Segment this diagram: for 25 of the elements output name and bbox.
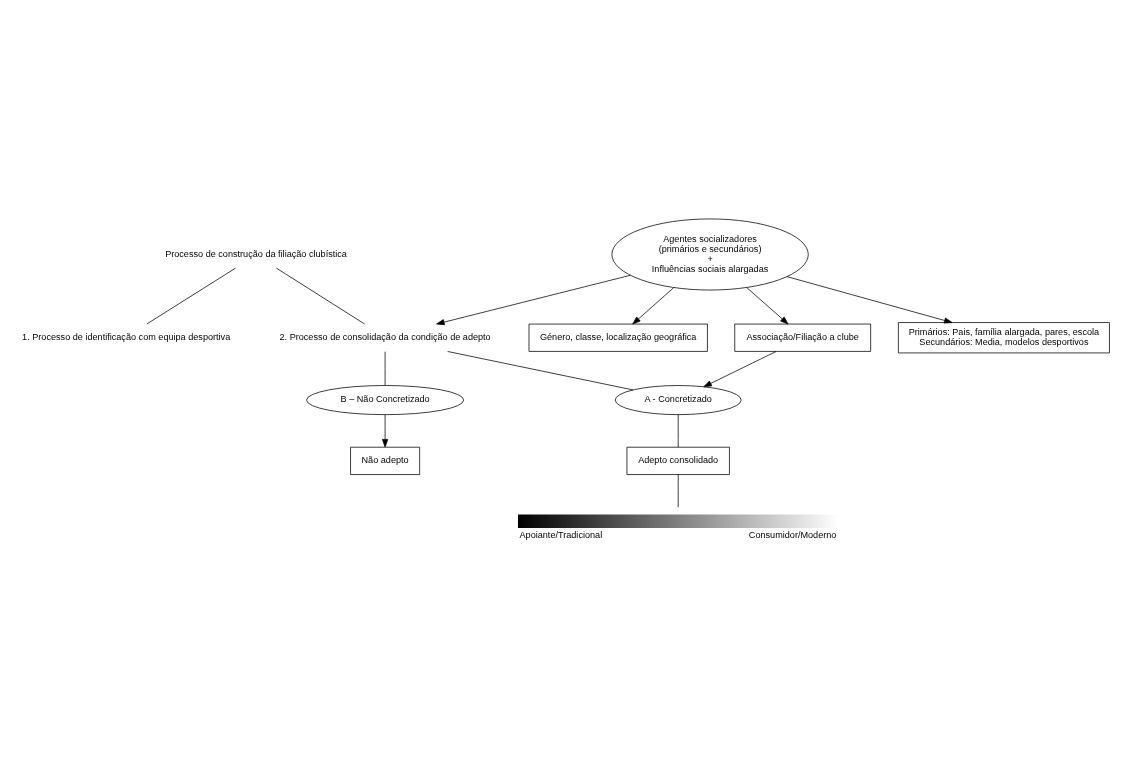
arrow bbox=[436, 274, 631, 325]
node-text: 2. Processo de consolidação da condição de adepto bbox=[279, 331, 491, 342]
node-text: 1. Processo de identificação com equipa desportiva bbox=[22, 331, 231, 342]
node-label: Apoiante/Tradicional bbox=[519, 529, 603, 540]
node-text: Processo de construção da filiação clubística bbox=[165, 248, 347, 259]
node-ellipse: Agentes socializadores (primários e secundários) + Influências sociais alargadas bbox=[611, 218, 809, 290]
connector bbox=[677, 473, 679, 507]
node-box: Adepto consolidado bbox=[626, 446, 730, 475]
arrow bbox=[632, 286, 675, 324]
node-box: Associação/Filiação a clube bbox=[734, 323, 872, 352]
connector bbox=[384, 350, 386, 386]
node-ellipse: B – Não Concretizado bbox=[306, 384, 465, 415]
node-box: Não adepto bbox=[350, 446, 421, 475]
node-box: Primários: Pais, família alargada, pares, escola Secundários: Media, modelos desportivos bbox=[898, 321, 1110, 353]
arrow bbox=[382, 413, 389, 447]
connector bbox=[276, 267, 365, 324]
arrow bbox=[746, 286, 789, 324]
connector bbox=[447, 350, 634, 390]
connector bbox=[677, 413, 679, 447]
connector bbox=[146, 267, 236, 324]
arrow bbox=[786, 275, 953, 323]
node-ellipse: A - Concretizado bbox=[614, 384, 742, 415]
arrow bbox=[703, 350, 777, 387]
node-label: Consumidor/Moderno bbox=[748, 529, 837, 540]
node-box: Género, classe, localização geográfica bbox=[528, 323, 708, 352]
